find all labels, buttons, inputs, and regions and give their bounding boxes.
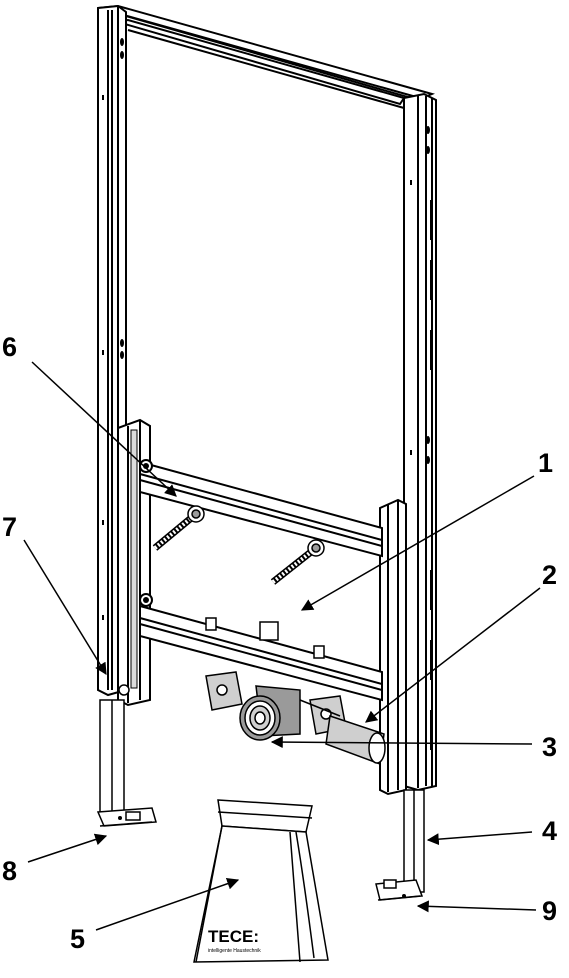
- mounting-frame: [97, 4, 437, 796]
- callout-9: 9: [542, 896, 557, 926]
- right-foot-assembly: [375, 789, 425, 901]
- callout-6: 6: [2, 332, 17, 362]
- right-inner-bracket: [379, 498, 407, 796]
- threaded-rod-left: [152, 505, 205, 551]
- drain-pipe: [299, 699, 386, 766]
- callout-2: 2: [542, 560, 557, 590]
- leader-1: [300, 475, 535, 611]
- callout-1: 1: [538, 448, 553, 478]
- fixing-bag: TECE: intelligente Haustechnik: [193, 799, 329, 963]
- callout-leaders: [23, 361, 541, 931]
- rail-clips: [205, 617, 325, 659]
- lower-cross-rail: [139, 604, 383, 702]
- leader-2: [365, 587, 541, 723]
- callout-4: 4: [542, 816, 557, 846]
- callout-3: 3: [542, 732, 557, 762]
- leader-7: [23, 539, 107, 676]
- leader-9: [416, 900, 537, 913]
- threaded-rod-right: [270, 539, 325, 585]
- bag-brand-text: TECE:: [208, 927, 259, 946]
- leader-8: [27, 833, 108, 863]
- callout-5: 5: [70, 924, 85, 954]
- leader-4: [426, 831, 533, 846]
- callout-8: 8: [2, 856, 17, 886]
- threaded-rods: [152, 505, 325, 585]
- callout-numbers: 1 2 3 4 5 6 7 8 9: [2, 332, 557, 954]
- left-foot-assembly: [96, 684, 157, 827]
- leader-3: [270, 736, 533, 749]
- leader-6: [31, 361, 177, 497]
- bag-tagline-text: intelligente Haustechnik: [208, 948, 261, 954]
- callout-7: 7: [2, 512, 17, 542]
- leader-5: [95, 877, 240, 931]
- right-upright: [403, 92, 437, 792]
- upper-cross-rail: [139, 460, 383, 558]
- connection-socket: [239, 685, 301, 741]
